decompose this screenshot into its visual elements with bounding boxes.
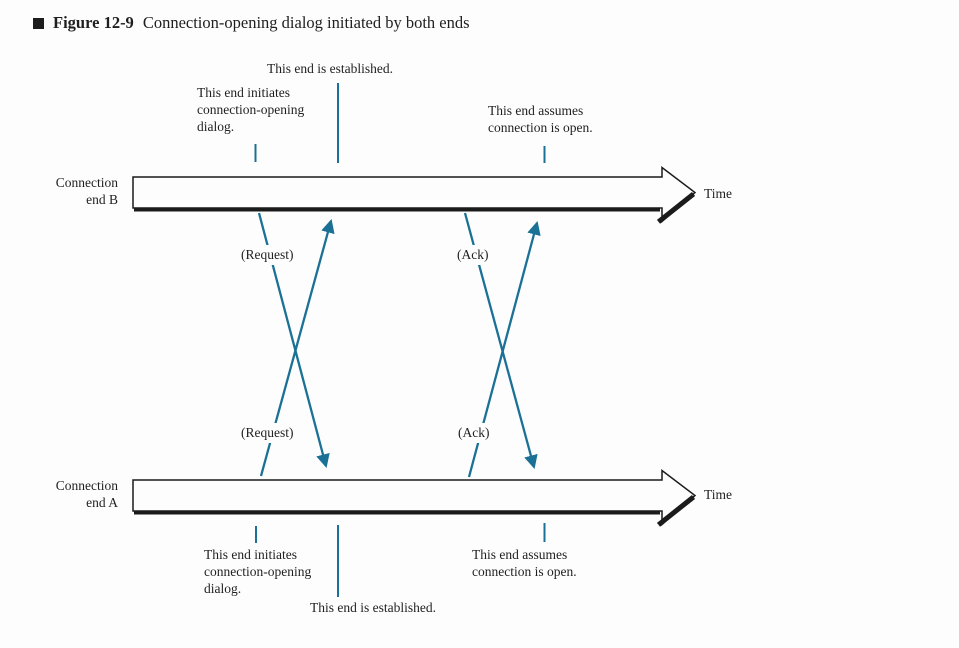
request-label-bottom: (Request): [238, 423, 297, 443]
annotation-bottom-assumes: This end assumes connection is open.: [472, 547, 577, 579]
figure-caption: Connection-opening dialog initiated by b…: [142, 13, 470, 32]
timeline-a-arrow: [132, 468, 697, 527]
time-label-a: Time: [704, 487, 733, 502]
ack-label-bottom: (Ack): [455, 423, 493, 443]
annotation-bottom-initiates: This end initiates connection-opening di…: [204, 547, 312, 596]
timeline-a-label: Connection end A: [55, 478, 118, 510]
request-label-top: (Request): [238, 245, 297, 265]
annotation-top-initiates: This end initiates connection-opening di…: [197, 85, 305, 134]
figure-bullet-icon: [33, 18, 44, 29]
figure-title: Figure 12-9 Connection-opening dialog in…: [33, 13, 470, 33]
annotation-top-assumes: This end assumes connection is open.: [488, 103, 593, 135]
annotation-top-established: This end is established.: [267, 61, 393, 76]
timeline-b-label: Connection end B: [55, 175, 118, 207]
timeline-b-arrow: [132, 165, 697, 224]
annotation-bottom-established: This end is established.: [310, 600, 436, 615]
time-label-b: Time: [704, 186, 733, 201]
ack-label-top: (Ack): [454, 245, 492, 265]
figure-number: Figure 12-9: [53, 13, 134, 32]
